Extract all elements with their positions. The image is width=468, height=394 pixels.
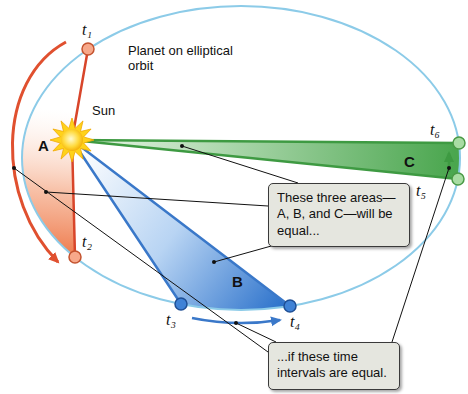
time-label: t₄ (290, 314, 300, 330)
orbit-label: Planet on elliptical orbit (128, 44, 238, 74)
time-label: t₃ (166, 312, 176, 328)
time-label: t₂ (82, 234, 92, 250)
callout-text: ...if these time intervals are equal. (277, 349, 391, 382)
time-label: t₅ (416, 183, 426, 199)
callout-box: These three areas—A, B, and C—will be eq… (268, 183, 410, 247)
radius-lines (72, 49, 459, 306)
time-label: t₁ (82, 22, 92, 38)
sun-symbol (50, 118, 94, 162)
area-b (72, 140, 290, 310)
time-arrow (12, 42, 66, 262)
orbit (22, 6, 460, 310)
leader-lines (14, 146, 449, 352)
area-letter: C (404, 154, 415, 169)
callout-box: ...if these time intervals are equal. (268, 342, 400, 390)
callout-text: These three areas—A, B, and C—will be eq… (277, 190, 401, 239)
planets (69, 43, 465, 312)
leader-dots (12, 144, 451, 325)
sun-label: Sun (92, 104, 115, 119)
time-arrow (448, 153, 451, 172)
area-letter: B (232, 274, 243, 289)
area-letter: A (38, 138, 49, 153)
time-label: t₆ (430, 122, 440, 138)
